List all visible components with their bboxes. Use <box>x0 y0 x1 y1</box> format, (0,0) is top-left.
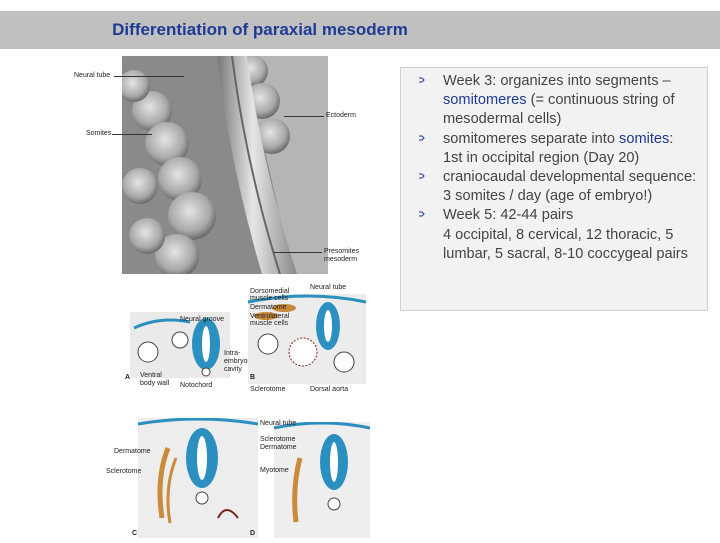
bullet-item-2: somitomeres separate into somites: 1st i… <box>401 130 699 168</box>
section-b-diagram <box>247 294 367 384</box>
label-sclerotome-c: Sclerotome <box>106 468 142 475</box>
label-dermatome-c: Dermatome <box>114 448 151 455</box>
label-cavity: cavity <box>224 366 242 373</box>
bullet-arrow-icon <box>419 135 425 141</box>
bullet-text-box: Week 3: organizes into segments –somitom… <box>400 67 708 311</box>
bullet-list: Week 3: organizes into segments –somitom… <box>401 68 707 264</box>
label-dorsal-aorta: Dorsal aorta <box>310 386 349 393</box>
label-ventrolateral-muscle: muscle cells <box>250 320 289 327</box>
label-neural-tube-b: Neural tube <box>310 284 347 291</box>
label-ventrolateral: Ventrolateral <box>250 313 290 320</box>
title-bar: Differentiation of paraxial mesoderm <box>0 11 720 49</box>
bullet-item-1: Week 3: organizes into segments –somitom… <box>401 72 699 130</box>
leader-line-neural-tube <box>114 76 184 77</box>
label-neural-tube: Neural tube <box>74 72 111 79</box>
label-neural-tube-d: Neural tube <box>260 420 297 427</box>
label-sclerotome-d: Sclerotome <box>260 436 296 443</box>
label-notochord: Notochord <box>180 382 213 389</box>
sem-micrograph-panel: Neural tube Somites Ectoderm Presomites … <box>74 56 364 274</box>
label-myotome-d: Myotome <box>260 467 289 474</box>
label-somites: Somites <box>86 130 112 137</box>
label-intra: Intra- <box>224 350 241 357</box>
label-neural-groove: Neural groove <box>180 316 224 323</box>
label-dorsomedial-muscle: muscle cells <box>250 295 289 302</box>
label-ectoderm: Ectoderm <box>326 112 356 119</box>
label-presomites-mesoderm: mesoderm <box>324 256 358 263</box>
slide-title: Differentiation of paraxial mesoderm <box>112 20 408 39</box>
section-a-letter: A <box>125 374 131 381</box>
leader-line-somites <box>112 134 152 135</box>
label-dermatome-d: Dermatome <box>260 444 297 451</box>
section-d-letter: D <box>250 530 256 537</box>
bullet-arrow-icon <box>419 173 425 179</box>
label-presomites: Presomites <box>324 248 360 255</box>
section-c-diagram <box>137 417 259 538</box>
section-a-diagram <box>130 312 230 378</box>
section-d-diagram <box>273 421 371 538</box>
sem-micrograph-image <box>122 56 328 274</box>
embryo-cross-sections: A Neural groove Intra- embryonic cavity … <box>100 282 371 540</box>
section-c-letter: C <box>132 530 138 537</box>
label-embryonic: embryonic <box>224 358 257 365</box>
label-sclerotome-b: Sclerotome <box>250 386 286 393</box>
leader-line-presomites <box>274 252 322 253</box>
highlight-somites: somites <box>619 130 670 147</box>
bullet-arrow-icon <box>419 77 425 83</box>
label-dorsomedial: Dorsomedial <box>250 288 290 295</box>
section-b-letter: B <box>250 374 256 381</box>
bullet-arrow-icon <box>419 211 425 217</box>
highlight-somitomeres: somitomeres <box>443 92 527 109</box>
sem-illustration <box>122 56 328 274</box>
leader-line-ectoderm <box>284 116 324 117</box>
label-body-wall: body wall <box>140 380 170 387</box>
bullet-item-3: craniocaudal developmental sequence: 3 s… <box>401 168 699 206</box>
label-ventral: Ventral <box>140 372 162 379</box>
label-dermatome-b: Dermatome <box>250 304 287 311</box>
